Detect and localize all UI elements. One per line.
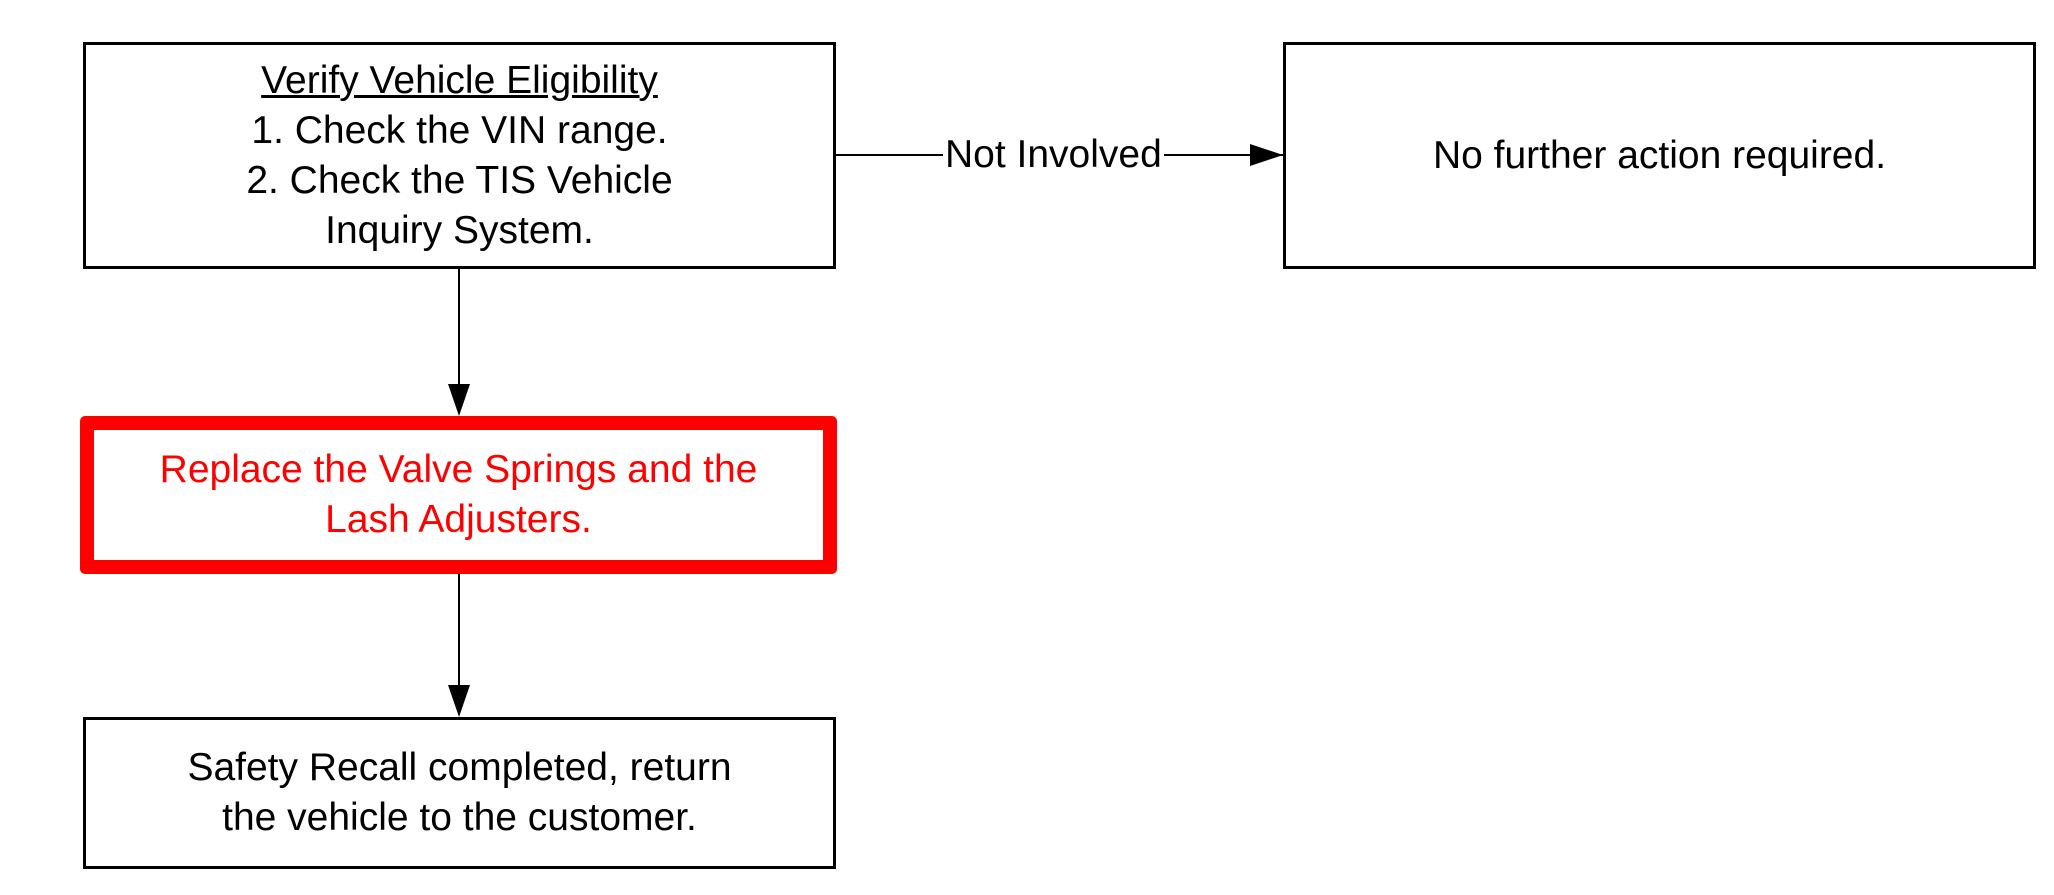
recall-complete-text-line2: the vehicle to the customer. [222,796,697,839]
edge-replace-to-complete-arrowhead [448,685,470,717]
no-action-box: No further action required. [1283,42,2036,269]
verify-eligibility-heading: Verify Vehicle Eligibility [261,58,658,102]
verify-eligibility-box: Verify Vehicle Eligibility 1. Check the … [83,42,836,269]
verify-step-tis: 2. Check the TIS Vehicle [246,158,673,202]
replace-parts-text-line1: Replace the Valve Springs and the [159,448,758,491]
recall-complete-box: Safety Recall completed, return the vehi… [83,717,836,869]
replace-parts-text-line2: Lash Adjusters. [325,498,592,541]
edge-verify-to-replace-arrowhead [448,384,470,416]
edge-not-involved-arrowhead [1250,144,1283,166]
recall-complete-text-line1: Safety Recall completed, return [187,746,732,789]
replace-parts-box: Replace the Valve Springs and the Lash A… [80,416,837,574]
no-action-text: No further action required. [1432,133,1887,177]
edge-label-not-involved: Not Involved [943,130,1164,180]
verify-step-vin: 1. Check the VIN range. [251,108,668,152]
verify-step-tis-cont: Inquiry System. [325,208,594,252]
